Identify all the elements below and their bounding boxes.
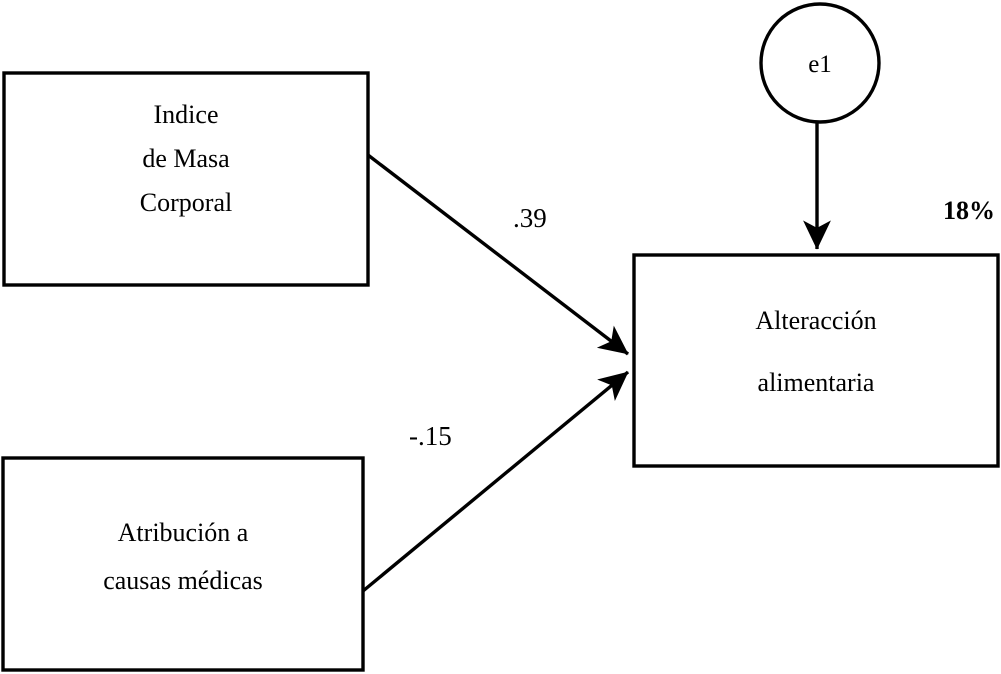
edge-label-path-imc: .39 [513, 203, 547, 233]
node-box-alteracion[interactable] [632, 253, 1000, 468]
edge-imc-to-alteracion [366, 153, 630, 356]
node-box-atribucion[interactable] [1, 456, 365, 672]
node-circle-e1[interactable] [759, 2, 881, 124]
node-box-imc[interactable] [2, 71, 370, 287]
edge-atribucion-to-alteracion [361, 370, 630, 593]
variance-explained-label: 18% [943, 196, 995, 225]
edge-label-path-atribucion: -.15 [409, 421, 452, 451]
